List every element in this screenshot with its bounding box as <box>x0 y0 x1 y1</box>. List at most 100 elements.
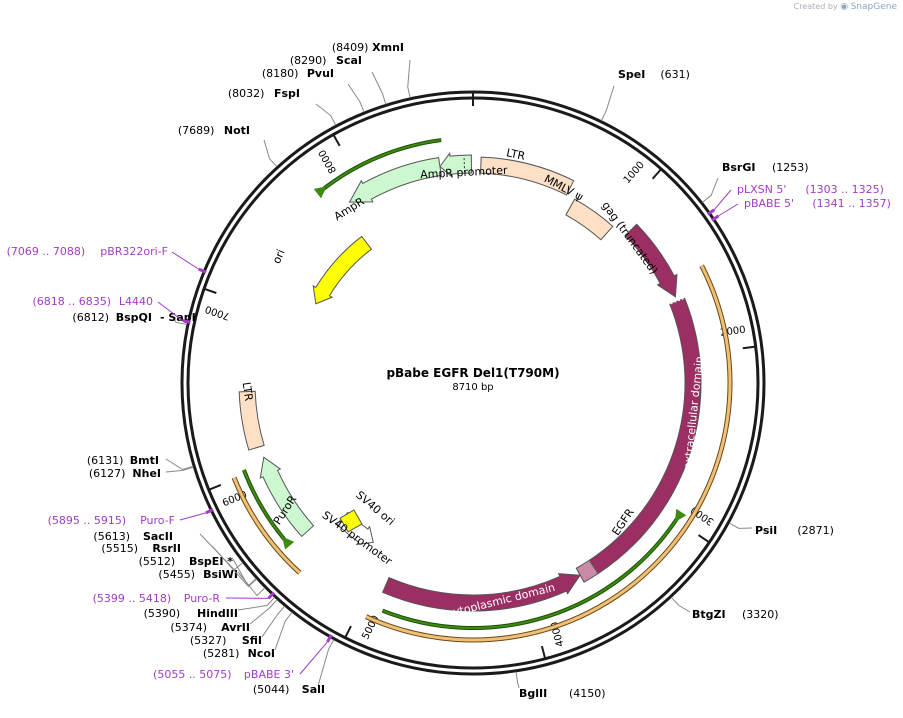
site-bmti: BmtI(6131) <box>87 454 159 467</box>
bp-tick-label: 7000 <box>204 303 232 322</box>
credit-prefix: Created by <box>794 2 838 11</box>
site-name: NotI <box>224 124 250 137</box>
site-position: (8180) <box>262 67 299 80</box>
primer-mark-puror <box>268 593 274 599</box>
site-scai: ScaI (8290) <box>290 54 362 67</box>
site-name: NcoI <box>248 647 275 660</box>
site-leader-scai <box>372 72 386 104</box>
site-position: (5281) <box>203 647 240 660</box>
primer-leader-plxsn5 <box>714 190 731 210</box>
site-sali: SalI(5044) <box>253 683 325 696</box>
feature-label-ampr: AmpR <box>332 195 367 224</box>
site-position: (8032) <box>228 87 265 100</box>
site-name: RsrII <box>152 542 181 555</box>
primer-pbr322ori: pBR322ori-F(7069 .. 7088) <box>7 245 168 258</box>
site-position: (6812) <box>72 311 109 324</box>
bp-tick-label: 1000 <box>622 160 647 186</box>
primer-name: L4440 <box>119 295 153 308</box>
site-name: BspQI <box>116 311 152 324</box>
site-avrii: AvrII (5374) <box>170 621 250 634</box>
site-leader-sali <box>318 640 334 686</box>
feature-label-gag: gag (truncated) <box>599 199 660 277</box>
primer-leader-pbr322ori <box>172 252 199 269</box>
site-leader-bglii <box>516 672 519 688</box>
site-name: AvrII <box>221 621 250 634</box>
site-bsiwi: BsiWI(5455) <box>158 568 238 581</box>
bp-tick-8000 <box>334 135 340 145</box>
site-ncoi: NcoI (5281) <box>203 647 275 660</box>
primer-name: pBR322ori-F <box>100 245 168 258</box>
primer-leader-pbabe5 <box>719 204 738 216</box>
primer-mark-l4440 <box>183 321 191 323</box>
site-name: SacII <box>143 530 173 543</box>
site-name: PvuI <box>307 67 334 80</box>
feature-ori <box>313 236 371 303</box>
site-fspi: FspI (8032) <box>228 87 300 100</box>
site-position: (5044) <box>253 683 290 696</box>
site-name: SpeI <box>618 68 645 81</box>
site-position: (5455) <box>158 568 195 581</box>
site-position: (631) <box>660 68 690 81</box>
snapgene-logo-icon: ◉ <box>840 2 848 12</box>
site-leader-bsrgi <box>702 178 718 202</box>
primer-range: (1303 .. 1325) <box>805 183 884 196</box>
site-leader-fspi <box>316 104 336 125</box>
primer-name: pBABE 3' <box>244 668 294 681</box>
primer-range: (5399 .. 5418) <box>93 592 172 605</box>
site-leader-pvui <box>348 84 364 112</box>
site-name: ScaI <box>336 54 362 67</box>
site-leader-spei <box>601 86 614 121</box>
site-hindiii: HindIII (5390) <box>144 607 238 620</box>
site-rsrii: RsrII (5515) <box>101 542 181 555</box>
primer-name: pBABE 5' <box>744 197 794 210</box>
site-position: (8409) <box>332 41 369 54</box>
site-spei: SpeI (631) <box>618 68 690 81</box>
site-position: (5515) <box>101 542 138 555</box>
primer-name: Puro-F <box>140 514 175 527</box>
primer-range: (5055 .. 5075) <box>153 668 232 681</box>
primer-range: (5895 .. 5915) <box>48 514 127 527</box>
primer-range: (1341 .. 1357) <box>812 197 891 210</box>
site-name: NheI <box>132 467 161 480</box>
site-leader-noti <box>264 140 277 167</box>
snapgene-credit: Created by ◉ SnapGene <box>794 2 897 12</box>
primer-pbabe5: pBABE 5' (1341 .. 1357) <box>744 197 891 210</box>
site-position: (6127) <box>89 467 126 480</box>
site-position: (3320) <box>742 608 779 621</box>
primer-plxsn5: pLXSN 5' (1303 .. 1325) <box>737 183 884 196</box>
bp-tick-4000 <box>542 646 545 658</box>
site-name: HindIII <box>197 607 238 620</box>
bp-tick-2000 <box>743 347 755 349</box>
primer-puror: Puro-R (5399 .. 5418) <box>93 592 221 605</box>
site-leader-bmti <box>166 459 193 470</box>
primer-pbabe3: pBABE 3' (5055 .. 5075) <box>153 668 294 681</box>
site-position: (5613) <box>93 530 130 543</box>
site-xmni: XmnI(8409) <box>332 41 404 54</box>
site-position: (5390) <box>144 607 181 620</box>
site-noti: NotI(7689) <box>178 124 250 137</box>
site-leader-ncoi <box>275 612 292 650</box>
primer-l4440: L4440 (6818 .. 6835) <box>32 295 153 308</box>
site-name: FspI <box>274 87 300 100</box>
site-name: BglII <box>519 687 547 700</box>
site-name: BtgZI <box>692 608 726 621</box>
primer-name: Puro-R <box>184 592 221 605</box>
site-name: XmnI <box>372 41 404 54</box>
site-btgzi: BtgZI (3320) <box>692 608 779 621</box>
site-position: (5374) <box>170 621 207 634</box>
bp-tick-7000 <box>205 289 216 293</box>
bp-tick-1000 <box>653 170 661 179</box>
site-leader-psii <box>729 523 752 528</box>
site-leader-xmni <box>408 60 410 98</box>
site-sfii: SfiI(5327) <box>190 634 262 647</box>
site-bglii: BglII(4150) <box>519 687 606 700</box>
feature-label-ltr2: LTR <box>240 381 256 402</box>
primer-range: (6818 .. 6835) <box>32 295 111 308</box>
site-position: (5512) <box>139 555 176 568</box>
primer-name: pLXSN 5' <box>737 183 786 196</box>
site-position: (5327) <box>190 634 227 647</box>
site-position: (8290) <box>290 54 327 67</box>
